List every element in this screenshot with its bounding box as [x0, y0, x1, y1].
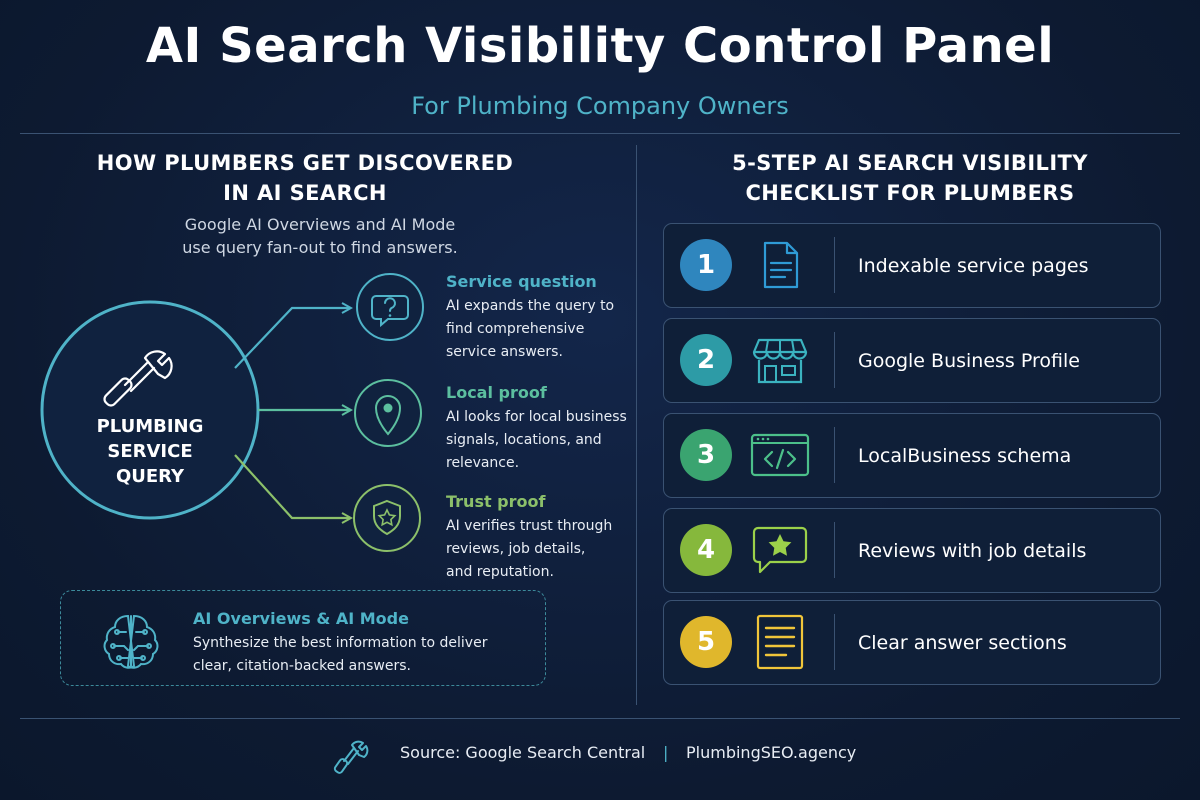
review-star-bubble-icon [752, 526, 808, 574]
hub-label: PLUMBING SERVICE QUERY [96, 416, 204, 487]
header-divider [20, 133, 1180, 134]
left-section-intro: Google AI Overviews and AI Mode use quer… [182, 215, 458, 257]
branch-local-proof: Local proof AI looks for local business … [446, 383, 627, 471]
checklist-step-4: 4 Reviews with job details [663, 508, 1161, 593]
ai-overviews-box [60, 590, 546, 686]
step-divider [834, 614, 835, 670]
step-label: Reviews with job details [858, 540, 1087, 562]
step-divider [834, 237, 835, 293]
storefront-icon [752, 338, 808, 384]
checklist-step-5: 5 Clear answer sections [663, 600, 1161, 685]
step-label: Clear answer sections [858, 632, 1067, 654]
step-number-badge: 5 [680, 616, 732, 668]
checklist-step-1: 1 Indexable service pages [663, 223, 1161, 308]
location-pin-icon [354, 379, 422, 447]
code-window-icon [750, 433, 810, 477]
column-divider [636, 145, 637, 705]
step-label: Indexable service pages [858, 255, 1089, 277]
footer-site-link[interactable]: PlumbingSEO.agency [686, 743, 857, 762]
step-number-badge: 1 [680, 239, 732, 291]
query-fanout-diagram [40, 273, 424, 669]
right-section-heading: 5-STEP AI SEARCH VISIBILITY CHECKLIST FO… [732, 151, 1088, 205]
connector-trust [234, 454, 350, 518]
connector-service [234, 308, 350, 369]
footer-source: Source: Google Search Central [400, 743, 646, 762]
step-label: LocalBusiness schema [858, 445, 1072, 467]
checklist-step-3: 3 LocalBusiness schema [663, 413, 1161, 498]
footer-divider [20, 718, 1180, 719]
step-number-badge: 3 [680, 429, 732, 481]
left-section-heading: HOW PLUMBERS GET DISCOVERED IN AI SEARCH [96, 151, 514, 205]
checklist-step-2: 2 Google Business Profile [663, 318, 1161, 403]
step-divider [834, 427, 835, 483]
branch-service-question: Service question AI expands the query to… [446, 272, 615, 360]
step-divider [834, 332, 835, 388]
shield-star-icon [353, 484, 421, 552]
step-number-badge: 4 [680, 524, 732, 576]
footer-wrench-icon [333, 740, 369, 774]
wrench-icon [103, 350, 173, 407]
page-title: AI Search Visibility Control Panel [145, 18, 1055, 74]
branch-trust-proof: Trust proof AI verifies trust through re… [446, 492, 613, 580]
step-divider [834, 522, 835, 578]
document-icon [763, 241, 799, 289]
brain-circuit-icon [103, 614, 159, 669]
footer-separator: | [663, 743, 669, 762]
page-subtitle: For Plumbing Company Owners [411, 92, 789, 120]
ai-box-description: Synthesize the best information to deliv… [193, 635, 488, 674]
step-number-badge: 2 [680, 334, 732, 386]
ai-box-title: AI Overviews & AI Mode [193, 609, 409, 628]
text-lines-icon [756, 614, 804, 670]
step-label: Google Business Profile [858, 350, 1080, 372]
question-bubble-icon [356, 273, 424, 341]
